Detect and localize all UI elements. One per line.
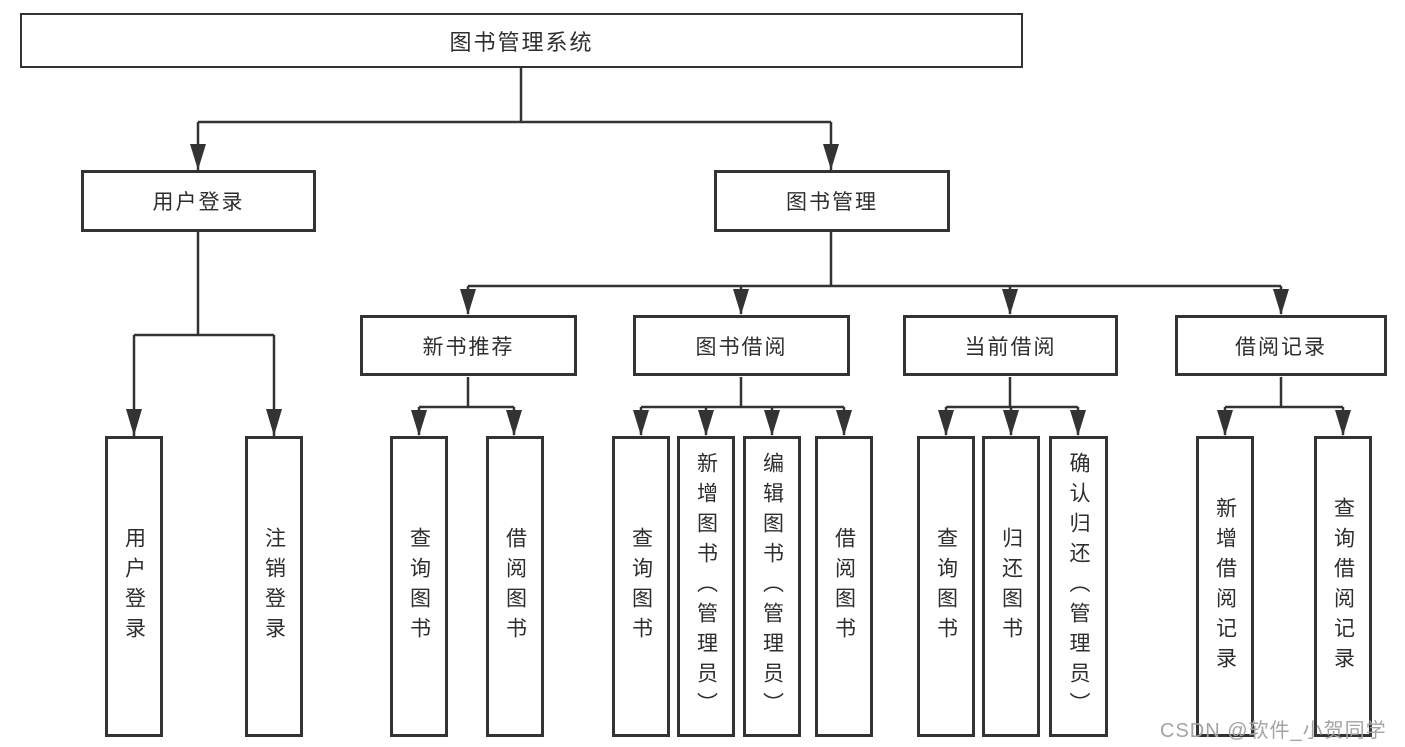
leaf-label: 确认归还（管理员） xyxy=(1067,451,1090,722)
node-book-borrowing: 图书借阅 xyxy=(633,315,850,376)
leaf-label: 注销登录 xyxy=(262,526,286,647)
leaf-user-login: 用户登录 xyxy=(105,436,163,737)
leaf-label: 查询借阅记录 xyxy=(1331,496,1355,677)
leaf-borrow-books: 借阅图书 xyxy=(815,436,873,737)
arrowheads xyxy=(126,144,1351,436)
leaf-label: 归还图书 xyxy=(999,526,1023,647)
leaf-label: 查询图书 xyxy=(934,526,958,647)
node-label: 图书管理系统 xyxy=(449,29,594,55)
leaf-add-books-admin: 新增图书（管理员） xyxy=(677,436,735,737)
node-library-system: 图书管理系统 xyxy=(20,13,1023,68)
csdn-watermark: CSDN @软件_小贺同学 xyxy=(1160,720,1387,742)
node-label: 借阅记录 xyxy=(1235,335,1327,359)
leaf-query-books-recommend: 查询图书 xyxy=(390,436,448,737)
leaf-add-borrow-record: 新增借阅记录 xyxy=(1196,436,1254,737)
leaf-label: 用户登录 xyxy=(122,526,146,647)
leaf-label: 查询图书 xyxy=(629,526,653,647)
leaf-query-borrow-record: 查询借阅记录 xyxy=(1314,436,1372,737)
leaf-borrow-books-recommend: 借阅图书 xyxy=(486,436,544,737)
leaf-confirm-return-admin: 确认归还（管理员） xyxy=(1049,436,1108,737)
node-book-management: 图书管理 xyxy=(714,170,950,232)
node-borrowing-records: 借阅记录 xyxy=(1175,315,1387,376)
node-label: 新书推荐 xyxy=(422,335,515,359)
leaf-label: 新增图书（管理员） xyxy=(694,451,718,722)
node-label: 图书借阅 xyxy=(695,335,788,359)
node-label: 图书管理 xyxy=(786,191,878,214)
leaf-return-books: 归还图书 xyxy=(982,436,1040,737)
leaf-label: 借阅图书 xyxy=(832,526,856,647)
leaf-label: 编辑图书（管理员） xyxy=(760,451,784,722)
node-user-login: 用户登录 xyxy=(81,170,316,232)
node-new-book-recommendation: 新书推荐 xyxy=(360,315,577,376)
leaf-edit-books-admin: 编辑图书（管理员） xyxy=(743,436,801,737)
node-label: 当前借阅 xyxy=(964,335,1057,359)
leaf-label: 查询图书 xyxy=(407,526,431,647)
node-label: 用户登录 xyxy=(152,191,245,214)
leaf-query-books-current: 查询图书 xyxy=(917,436,975,737)
leaf-query-books-borrow: 查询图书 xyxy=(612,436,670,737)
leaf-logout: 注销登录 xyxy=(245,436,303,737)
leaf-label: 借阅图书 xyxy=(503,526,527,647)
leaf-label: 新增借阅记录 xyxy=(1213,496,1237,677)
node-current-borrowing: 当前借阅 xyxy=(903,315,1118,376)
